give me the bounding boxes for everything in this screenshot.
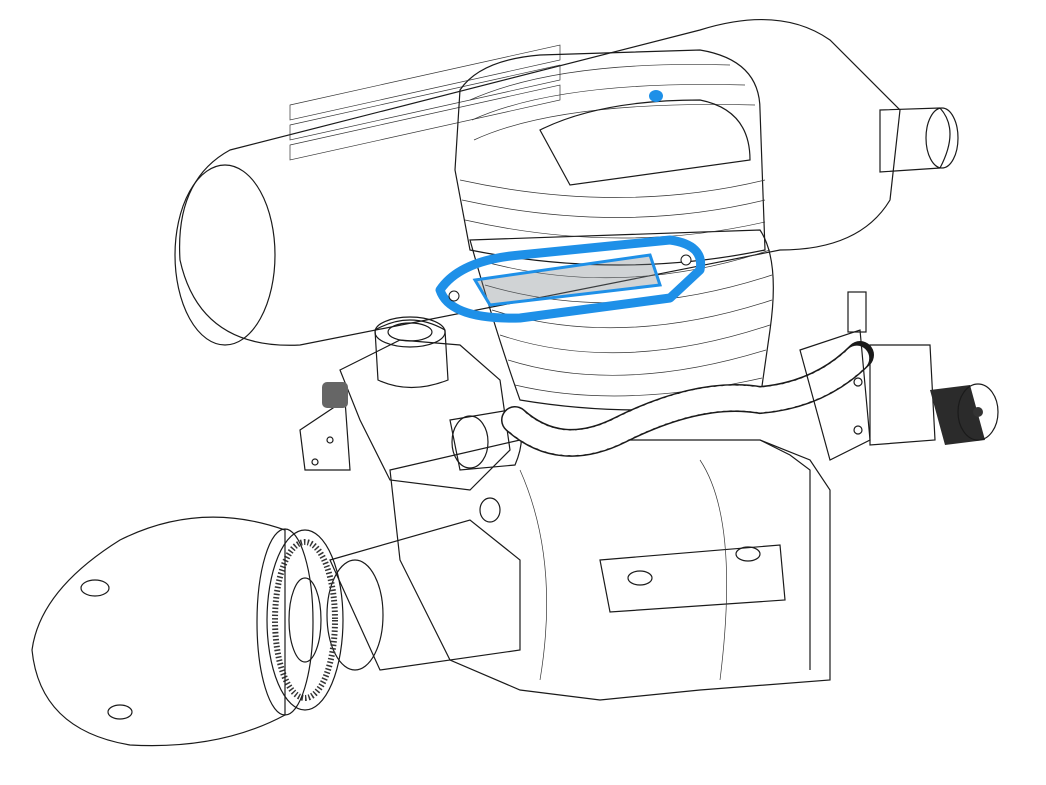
rocker-cover bbox=[539, 99, 751, 186]
cylinder-fins bbox=[477, 249, 773, 397]
glow-plug-lead[interactable] bbox=[930, 383, 999, 445]
front-housing bbox=[326, 519, 521, 671]
carburetor[interactable] bbox=[299, 316, 522, 491]
pressure-nipple bbox=[847, 291, 867, 333]
cylinder-head[interactable] bbox=[454, 49, 766, 266]
glow-plug[interactable] bbox=[649, 90, 663, 102]
muffler-fins bbox=[289, 44, 561, 161]
prop-drive-washer bbox=[266, 529, 344, 711]
exhaust-outlet[interactable] bbox=[879, 107, 959, 173]
fuel-line[interactable] bbox=[501, 341, 874, 457]
spinner[interactable] bbox=[31, 516, 344, 747]
needle-valve-knob[interactable] bbox=[322, 382, 348, 408]
muffler[interactable] bbox=[174, 18, 959, 346]
throttle-arm[interactable] bbox=[299, 398, 351, 471]
muffler-end-cap bbox=[174, 164, 276, 346]
head-fins bbox=[459, 64, 766, 239]
gasket[interactable] bbox=[435, 235, 706, 323]
rear-bracket[interactable] bbox=[799, 291, 936, 461]
spinner-hole bbox=[80, 579, 110, 597]
crankcase[interactable] bbox=[389, 439, 831, 701]
spinner-hole bbox=[107, 704, 133, 720]
mounting-lug bbox=[599, 544, 786, 613]
carb-intake bbox=[374, 316, 446, 348]
